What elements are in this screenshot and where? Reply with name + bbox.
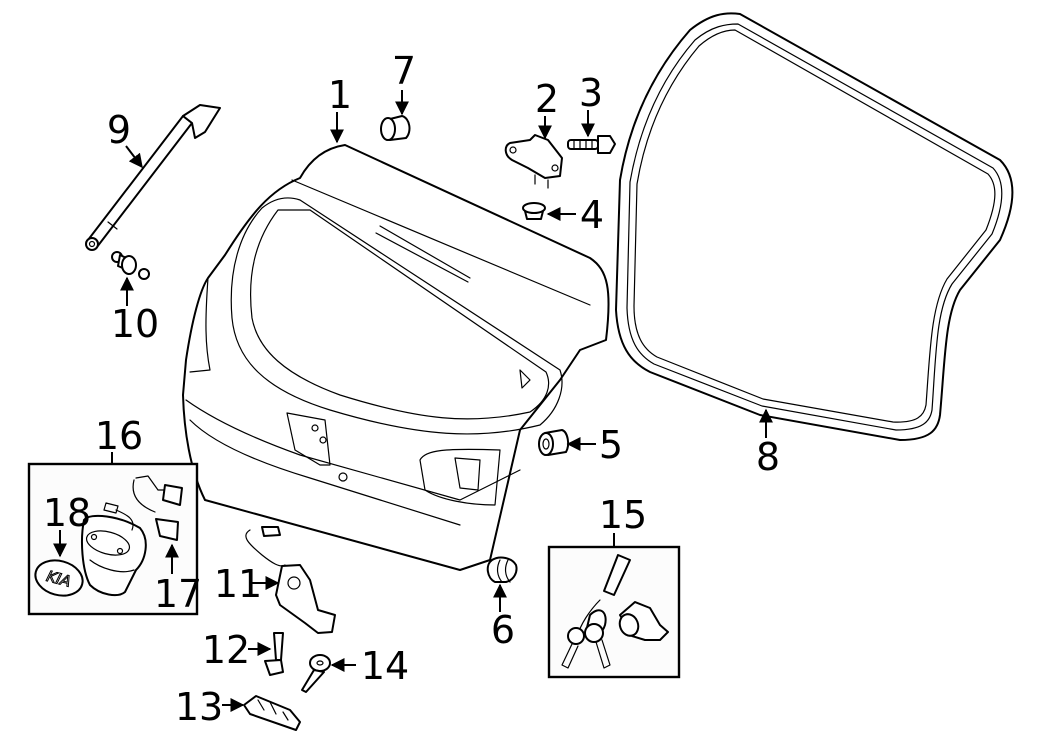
hinge-part[interactable] (504, 134, 563, 189)
handle-assembly-box[interactable]: KIA (27, 462, 199, 616)
callout-18[interactable]: 18 (43, 491, 91, 535)
callout-4[interactable]: 4 (580, 193, 604, 237)
leader-lines (53, 90, 773, 712)
callout-6[interactable]: 6 (491, 608, 515, 652)
callout-1[interactable]: 1 (328, 73, 352, 117)
callout-15[interactable]: 15 (599, 493, 647, 537)
latch-bolt-part[interactable] (264, 632, 284, 676)
callout-14[interactable]: 14 (361, 644, 409, 688)
callout-10[interactable]: 10 (111, 302, 159, 346)
callout-12[interactable]: 12 (202, 628, 250, 672)
ball-stud-part[interactable] (111, 251, 150, 280)
callout-7[interactable]: 7 (392, 49, 416, 93)
liftgate-part[interactable] (182, 144, 610, 571)
weatherstrip-part[interactable] (615, 12, 1014, 441)
upper-bumper-part[interactable] (380, 115, 411, 141)
callout-17[interactable]: 17 (154, 572, 202, 616)
strut-part[interactable] (85, 104, 221, 251)
screw-part[interactable] (301, 654, 331, 693)
callout-3[interactable]: 3 (579, 71, 603, 115)
bumper-part[interactable] (538, 429, 570, 456)
callout-labels: 1 2 3 4 5 6 7 8 9 10 11 12 13 14 15 16 1… (43, 49, 780, 729)
callout-11[interactable]: 11 (214, 562, 262, 606)
hinge-bolt-part[interactable] (567, 135, 616, 154)
callout-2[interactable]: 2 (535, 77, 559, 121)
callout-9[interactable]: 9 (107, 108, 131, 152)
callout-8[interactable]: 8 (756, 435, 780, 479)
latch-part[interactable] (245, 526, 336, 634)
leader-9 (125, 145, 143, 169)
hinge-nut-part[interactable] (522, 202, 546, 220)
license-lamp-part[interactable] (243, 695, 301, 731)
lock-cylinder-box[interactable] (547, 545, 681, 679)
callout-5[interactable]: 5 (599, 423, 623, 467)
callout-13[interactable]: 13 (175, 685, 223, 729)
callout-16[interactable]: 16 (95, 414, 143, 458)
stopper-part[interactable] (486, 556, 518, 583)
